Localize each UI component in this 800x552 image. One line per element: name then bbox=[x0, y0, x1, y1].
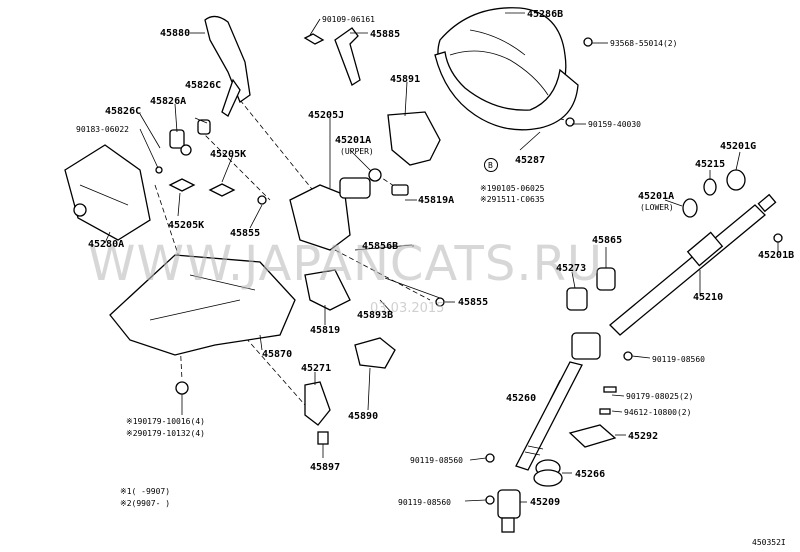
diagram-id: 450352I bbox=[752, 538, 786, 547]
label-45826A: 45826A bbox=[150, 96, 186, 107]
bolt-45897-part bbox=[317, 431, 329, 445]
tilt-lever-part bbox=[204, 15, 251, 117]
label-45286B: 45286B bbox=[527, 9, 563, 20]
label-45856B: 45856B bbox=[362, 241, 398, 252]
label-45865: 45865 bbox=[592, 235, 622, 246]
label-45885: 45885 bbox=[370, 29, 400, 40]
label-45201A-lower: 45201A bbox=[638, 191, 674, 202]
label-291511: ※291511-C0635 bbox=[480, 195, 545, 204]
label-90159: 90159-40030 bbox=[588, 120, 641, 129]
bearings-part bbox=[682, 169, 783, 243]
label-45855-1: 45855 bbox=[230, 228, 260, 239]
lever-45890-part bbox=[354, 337, 396, 369]
label-45271: 45271 bbox=[301, 363, 331, 374]
label-45287: 45287 bbox=[515, 155, 545, 166]
label-lower-note: (LOWER) bbox=[640, 203, 674, 212]
label-90119-a: 90119-08560 bbox=[652, 355, 705, 364]
label-45880: 45880 bbox=[160, 28, 190, 39]
intermediate-shaft-part bbox=[515, 332, 601, 471]
label-45209: 45209 bbox=[530, 497, 560, 508]
lower-column-cover-part bbox=[434, 51, 579, 131]
label-45870: 45870 bbox=[262, 349, 292, 360]
label-45215: 45215 bbox=[695, 159, 725, 170]
label-45201B: 45201B bbox=[758, 250, 794, 261]
part-labels: 45880 90109-06161 45885 45286B 93568-550… bbox=[76, 9, 794, 508]
label-190179: ※190179-10016(4) bbox=[126, 417, 205, 426]
cover-45292-part bbox=[568, 424, 617, 448]
label-45292: 45292 bbox=[628, 431, 658, 442]
label-290179: ※290179-10132(4) bbox=[126, 429, 205, 438]
note-1: ※1( -9907) bbox=[120, 487, 170, 496]
label-45826C-2: 45826C bbox=[105, 106, 141, 117]
column-upper-bracket-part bbox=[289, 168, 409, 251]
label-45891: 45891 bbox=[390, 74, 420, 85]
label-45205K-2: 45205K bbox=[168, 220, 204, 231]
boot-45266-part bbox=[533, 459, 563, 487]
label-45205J: 45205J bbox=[308, 110, 344, 121]
label-93568: 93568-55014(2) bbox=[610, 39, 677, 48]
label-45819A: 45819A bbox=[418, 195, 454, 206]
leader-lines bbox=[104, 12, 779, 503]
note-2: ※2(9907- ) bbox=[120, 499, 170, 508]
spring-45856B-part bbox=[354, 244, 441, 299]
label-45266: 45266 bbox=[575, 469, 605, 480]
circle-b-marker bbox=[484, 158, 498, 172]
tilt-subassembly-part bbox=[64, 144, 151, 241]
bracket-45819-part bbox=[304, 269, 351, 311]
label-45897: 45897 bbox=[310, 462, 340, 473]
label-45260: 45260 bbox=[506, 393, 536, 404]
label-90179: 90179-08025(2) bbox=[626, 392, 693, 401]
label-45819: 45819 bbox=[310, 325, 340, 336]
label-45201G: 45201G bbox=[720, 141, 756, 152]
date-stamp: 03.03.2015 bbox=[370, 301, 444, 316]
label-90109: 90109-06161 bbox=[322, 15, 375, 24]
label-45273: 45273 bbox=[556, 263, 586, 274]
bracket-45885-part bbox=[303, 27, 361, 86]
main-shaft-part bbox=[609, 193, 777, 336]
fasteners-part bbox=[155, 37, 633, 505]
label-45826C-1: 45826C bbox=[185, 80, 221, 91]
label-upper-note: (UPPER) bbox=[340, 147, 374, 156]
watermark-text: WWW.JAPANCATS.RU bbox=[88, 236, 603, 292]
bracket-45271-part bbox=[304, 381, 331, 426]
universal-joint-part bbox=[497, 489, 521, 533]
label-45205K-1: 45205K bbox=[210, 149, 246, 160]
main-support-bracket-part bbox=[109, 254, 296, 356]
label-45893B: 45893B bbox=[357, 310, 393, 321]
bushings-part bbox=[566, 267, 616, 311]
label-45210: 45210 bbox=[693, 292, 723, 303]
label-45855-2: 45855 bbox=[458, 297, 488, 308]
label-45280A: 45280A bbox=[88, 239, 124, 250]
label-45890: 45890 bbox=[348, 411, 378, 422]
label-90119-c: 90119-08560 bbox=[398, 498, 451, 507]
label-94612: 94612-10800(2) bbox=[624, 408, 691, 417]
label-90119-b: 90119-08560 bbox=[410, 456, 463, 465]
label-190105: ※190105-06025 bbox=[480, 184, 545, 193]
bracket-45891-part bbox=[387, 111, 441, 166]
label-90183: 90183-06022 bbox=[76, 125, 129, 134]
label-45201A-upper: 45201A bbox=[335, 135, 371, 146]
label-circle-b: B bbox=[488, 161, 493, 170]
